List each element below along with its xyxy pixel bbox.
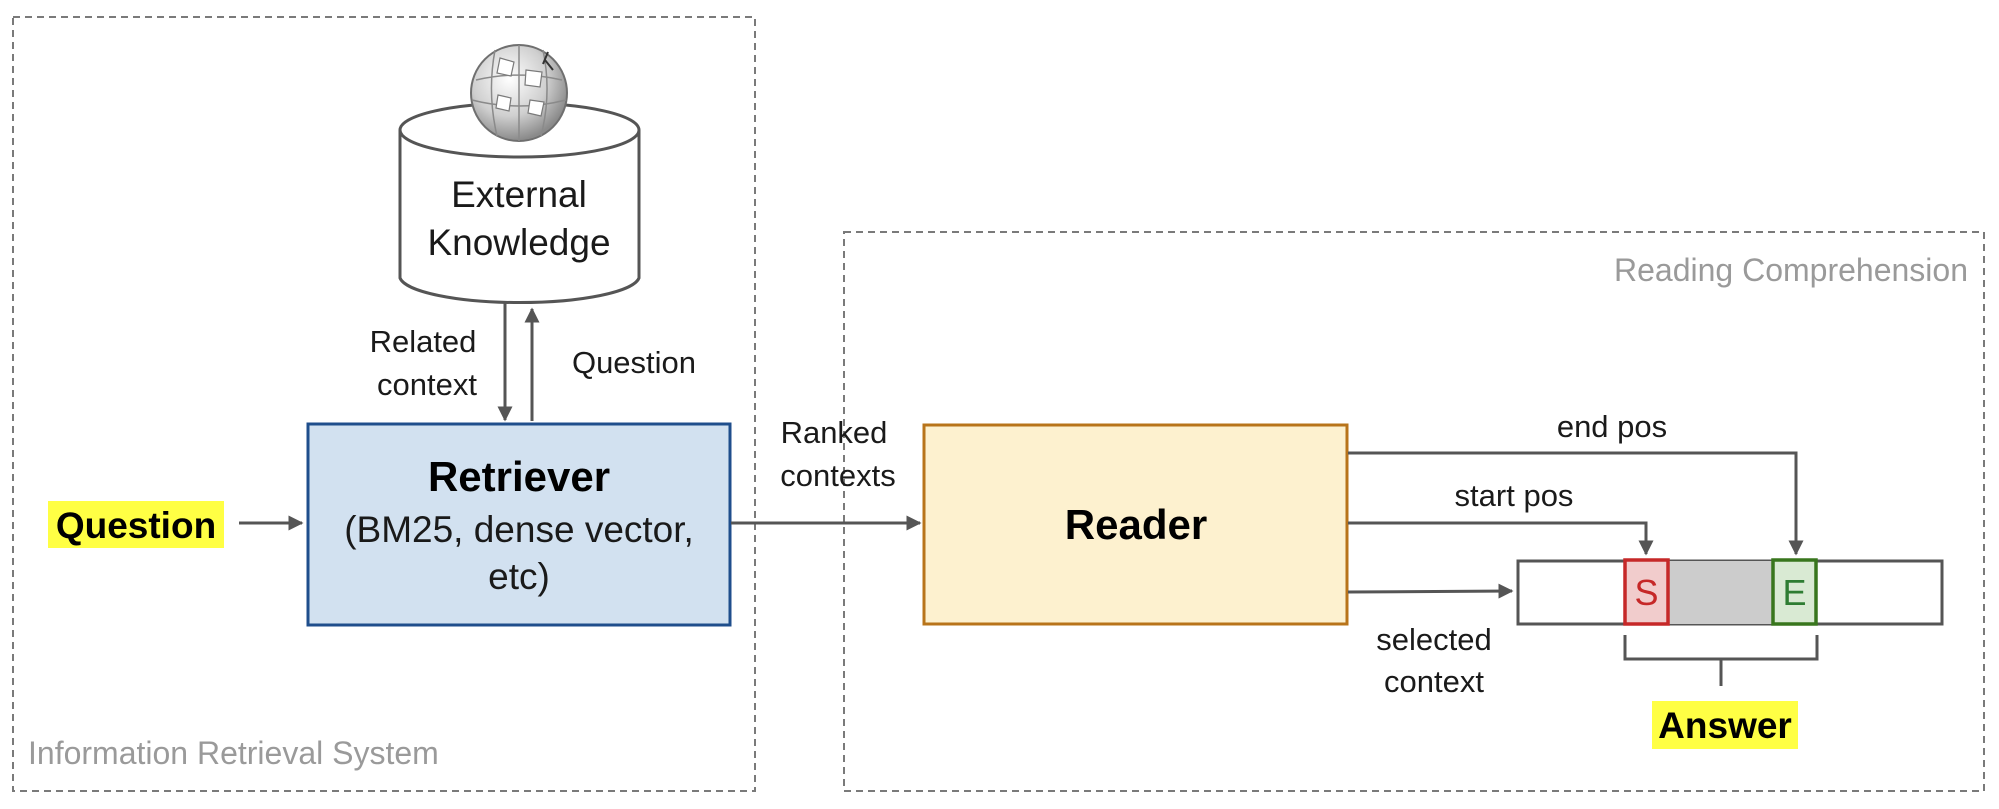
knowledge-label-line2: Knowledge: [427, 222, 610, 263]
retriever-subtitle-line1: (BM25, dense vector,: [344, 509, 694, 550]
question-highlight: [48, 501, 224, 548]
ir-system-section: Information Retrieval System: [12, 16, 756, 792]
reading-comprehension-label: Reading Comprehension: [1614, 252, 1968, 288]
related-context-label-line1: Related: [370, 324, 477, 359]
external-knowledge-database: External Knowledge: [398, 101, 641, 305]
retriever-title: Retriever: [428, 453, 610, 500]
reader-title: Reader: [1065, 501, 1207, 548]
end-token-box: [1771, 558, 1818, 626]
start-pos-label: start pos: [1455, 478, 1574, 513]
knowledge-label-line1: External: [451, 174, 587, 215]
start-token-box: [1623, 558, 1670, 626]
context-token-strip: S E: [1516, 558, 1944, 626]
selected-context-arrow: [1347, 583, 1514, 599]
database-body: [398, 130, 641, 305]
start-pos-arrow: [1348, 521, 1654, 556]
selected-context-label-line2: context: [1384, 664, 1484, 699]
reader-box: [922, 423, 1349, 626]
reading-comprehension-frame: [843, 231, 1985, 792]
ir-system-frame: [12, 16, 756, 792]
answer-span: [1668, 561, 1773, 624]
wikipedia-globe-icon: [470, 44, 568, 142]
question-label: Question: [56, 505, 216, 546]
reading-comprehension-section: Reading Comprehension: [843, 231, 1985, 792]
retriever-subtitle-line2: etc): [488, 556, 550, 597]
retriever-box: [306, 422, 732, 627]
retriever-node: Retriever (BM25, dense vector, etc): [306, 422, 732, 627]
answer-label: Answer: [1658, 705, 1792, 746]
ir-system-label: Information Retrieval System: [28, 735, 439, 771]
end-pos-arrow: [1348, 451, 1804, 556]
end-pos-label: end pos: [1557, 409, 1667, 444]
question-input-node: Question: [48, 501, 224, 548]
answer-highlight: [1652, 701, 1798, 749]
ranked-contexts-label-line2: contexts: [780, 458, 895, 493]
selected-context-label-line1: selected: [1376, 622, 1491, 657]
question-edge-label: Question: [572, 345, 696, 380]
reader-node: Reader: [922, 423, 1349, 626]
answer-node: Answer: [1652, 701, 1798, 749]
end-token-label: E: [1782, 572, 1806, 613]
answer-bracket: [1623, 635, 1819, 686]
ranked-contexts-label-line1: Ranked: [781, 415, 888, 450]
related-context-label-line2: context: [377, 367, 477, 402]
start-token-label: S: [1634, 572, 1658, 613]
